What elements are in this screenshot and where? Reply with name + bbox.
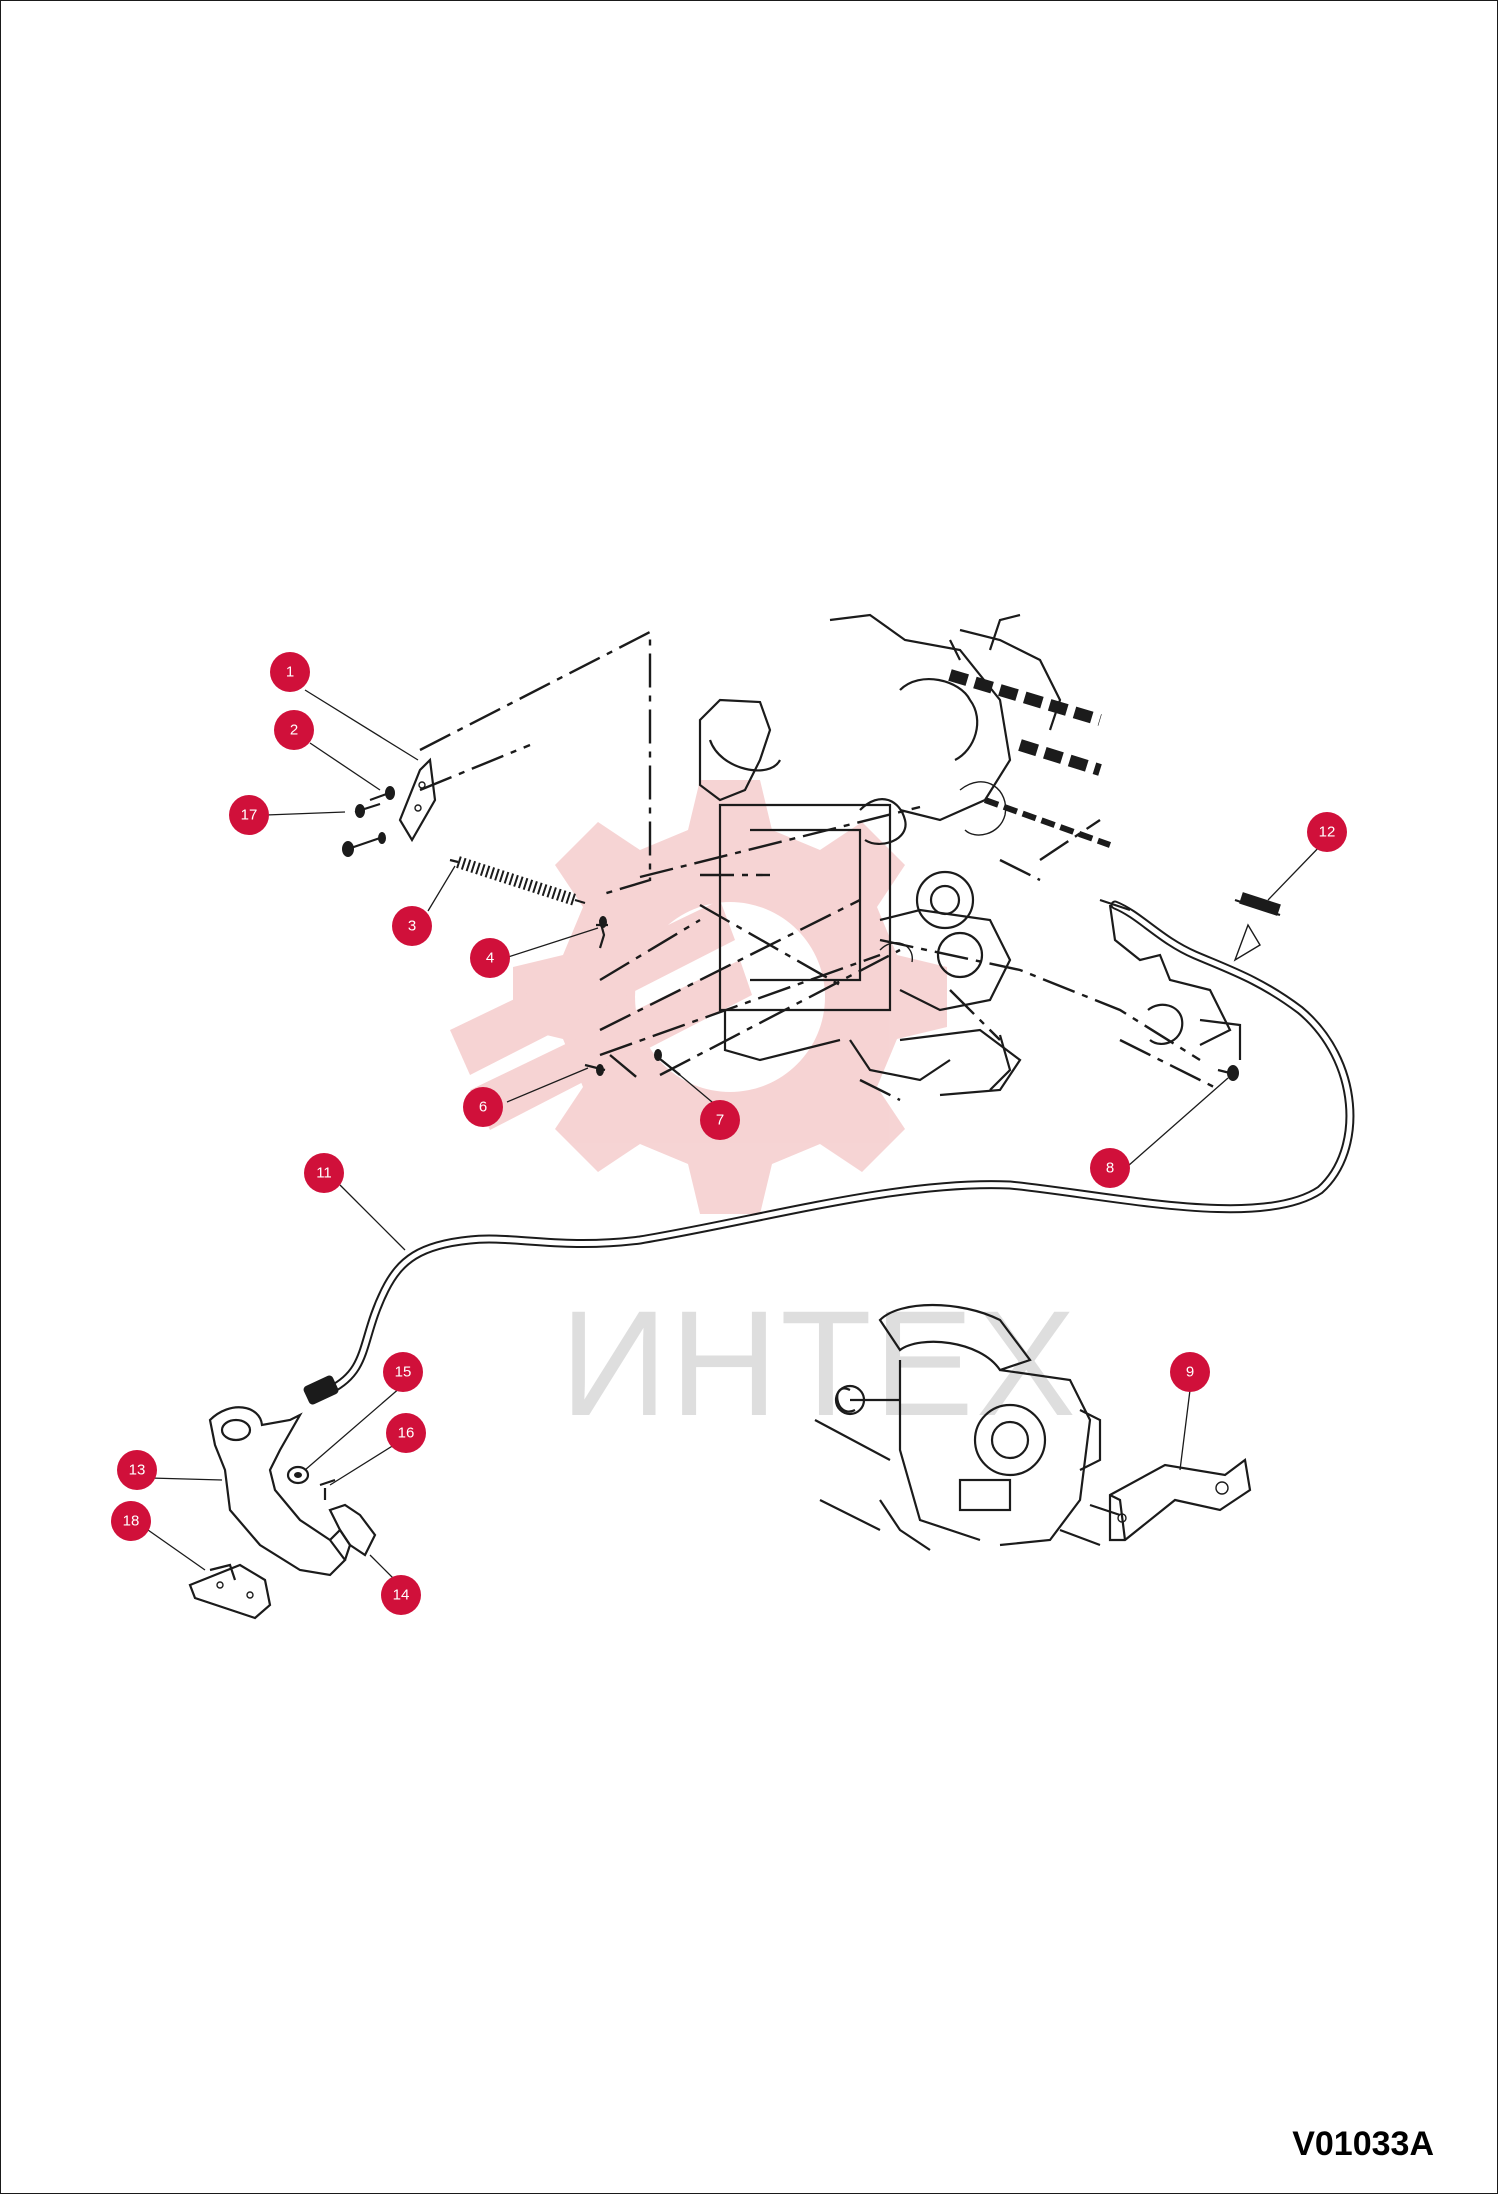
engine-block [698, 613, 1242, 1097]
callout-3[interactable]: 3 [392, 906, 432, 946]
stud-part-8 [1217, 1065, 1239, 1081]
callouts: 1 2 17 3 4 6 7 8 [111, 652, 1347, 1615]
callout-7[interactable]: 7 [700, 1100, 740, 1140]
watermark-text: ИНТЕХ [560, 1279, 1078, 1447]
callout-18[interactable]: 18 [111, 1501, 151, 1541]
watermark-logo: ИНТЕХ [450, 780, 1078, 1447]
assembly-guide-lines [419, 630, 1221, 1102]
callout-label: 11 [316, 1165, 332, 1182]
bolt-part-17 [342, 802, 386, 857]
callout-17[interactable]: 17 [229, 795, 269, 835]
hose-striped [948, 669, 1112, 848]
pin-part-16 [319, 1478, 336, 1500]
pump-assembly [814, 1303, 1121, 1551]
callout-label: 3 [408, 918, 416, 935]
callout-11[interactable]: 11 [304, 1153, 344, 1193]
callout-4[interactable]: 4 [470, 938, 510, 978]
callout-13[interactable]: 13 [117, 1450, 157, 1490]
pin-part-6 [584, 1063, 606, 1076]
callout-1[interactable]: 1 [270, 652, 310, 692]
spring-part-3 [449, 856, 586, 906]
callout-label: 12 [1319, 824, 1336, 841]
callout-15[interactable]: 15 [383, 1352, 423, 1392]
callout-2[interactable]: 2 [274, 710, 314, 750]
callout-9[interactable]: 9 [1170, 1352, 1210, 1392]
callout-label: 6 [479, 1099, 487, 1116]
callout-6[interactable]: 6 [463, 1087, 503, 1127]
callout-8[interactable]: 8 [1090, 1148, 1130, 1188]
plate-part-18 [188, 1563, 272, 1620]
callout-label: 13 [129, 1462, 146, 1479]
washer-part-15 [286, 1465, 310, 1485]
callout-label: 15 [395, 1364, 412, 1381]
bolt-part-2 [369, 786, 395, 802]
callout-16[interactable]: 16 [386, 1413, 426, 1453]
callout-label: 14 [393, 1587, 410, 1604]
bracket-part-1 [398, 757, 437, 843]
cable-part-11 [303, 898, 1355, 1405]
callout-label: 16 [398, 1425, 415, 1442]
callout-label: 9 [1186, 1364, 1194, 1381]
callout-label: 1 [286, 664, 294, 681]
callout-label: 17 [241, 807, 258, 824]
callout-label: 18 [123, 1513, 140, 1530]
callout-label: 8 [1106, 1160, 1114, 1177]
bracket-part-9 [1108, 1458, 1252, 1542]
figure-code: V01033A [1292, 2125, 1434, 2163]
callout-12[interactable]: 12 [1307, 812, 1347, 852]
lever-part-13 [208, 1406, 352, 1577]
callout-14[interactable]: 14 [381, 1575, 421, 1615]
callout-label: 4 [486, 950, 494, 967]
clip-part-4 [596, 916, 608, 949]
callout-label: 7 [716, 1112, 724, 1129]
clip-part-14 [328, 1503, 377, 1557]
callout-label: 2 [290, 722, 298, 739]
adjuster-part-12 [1233, 892, 1281, 962]
